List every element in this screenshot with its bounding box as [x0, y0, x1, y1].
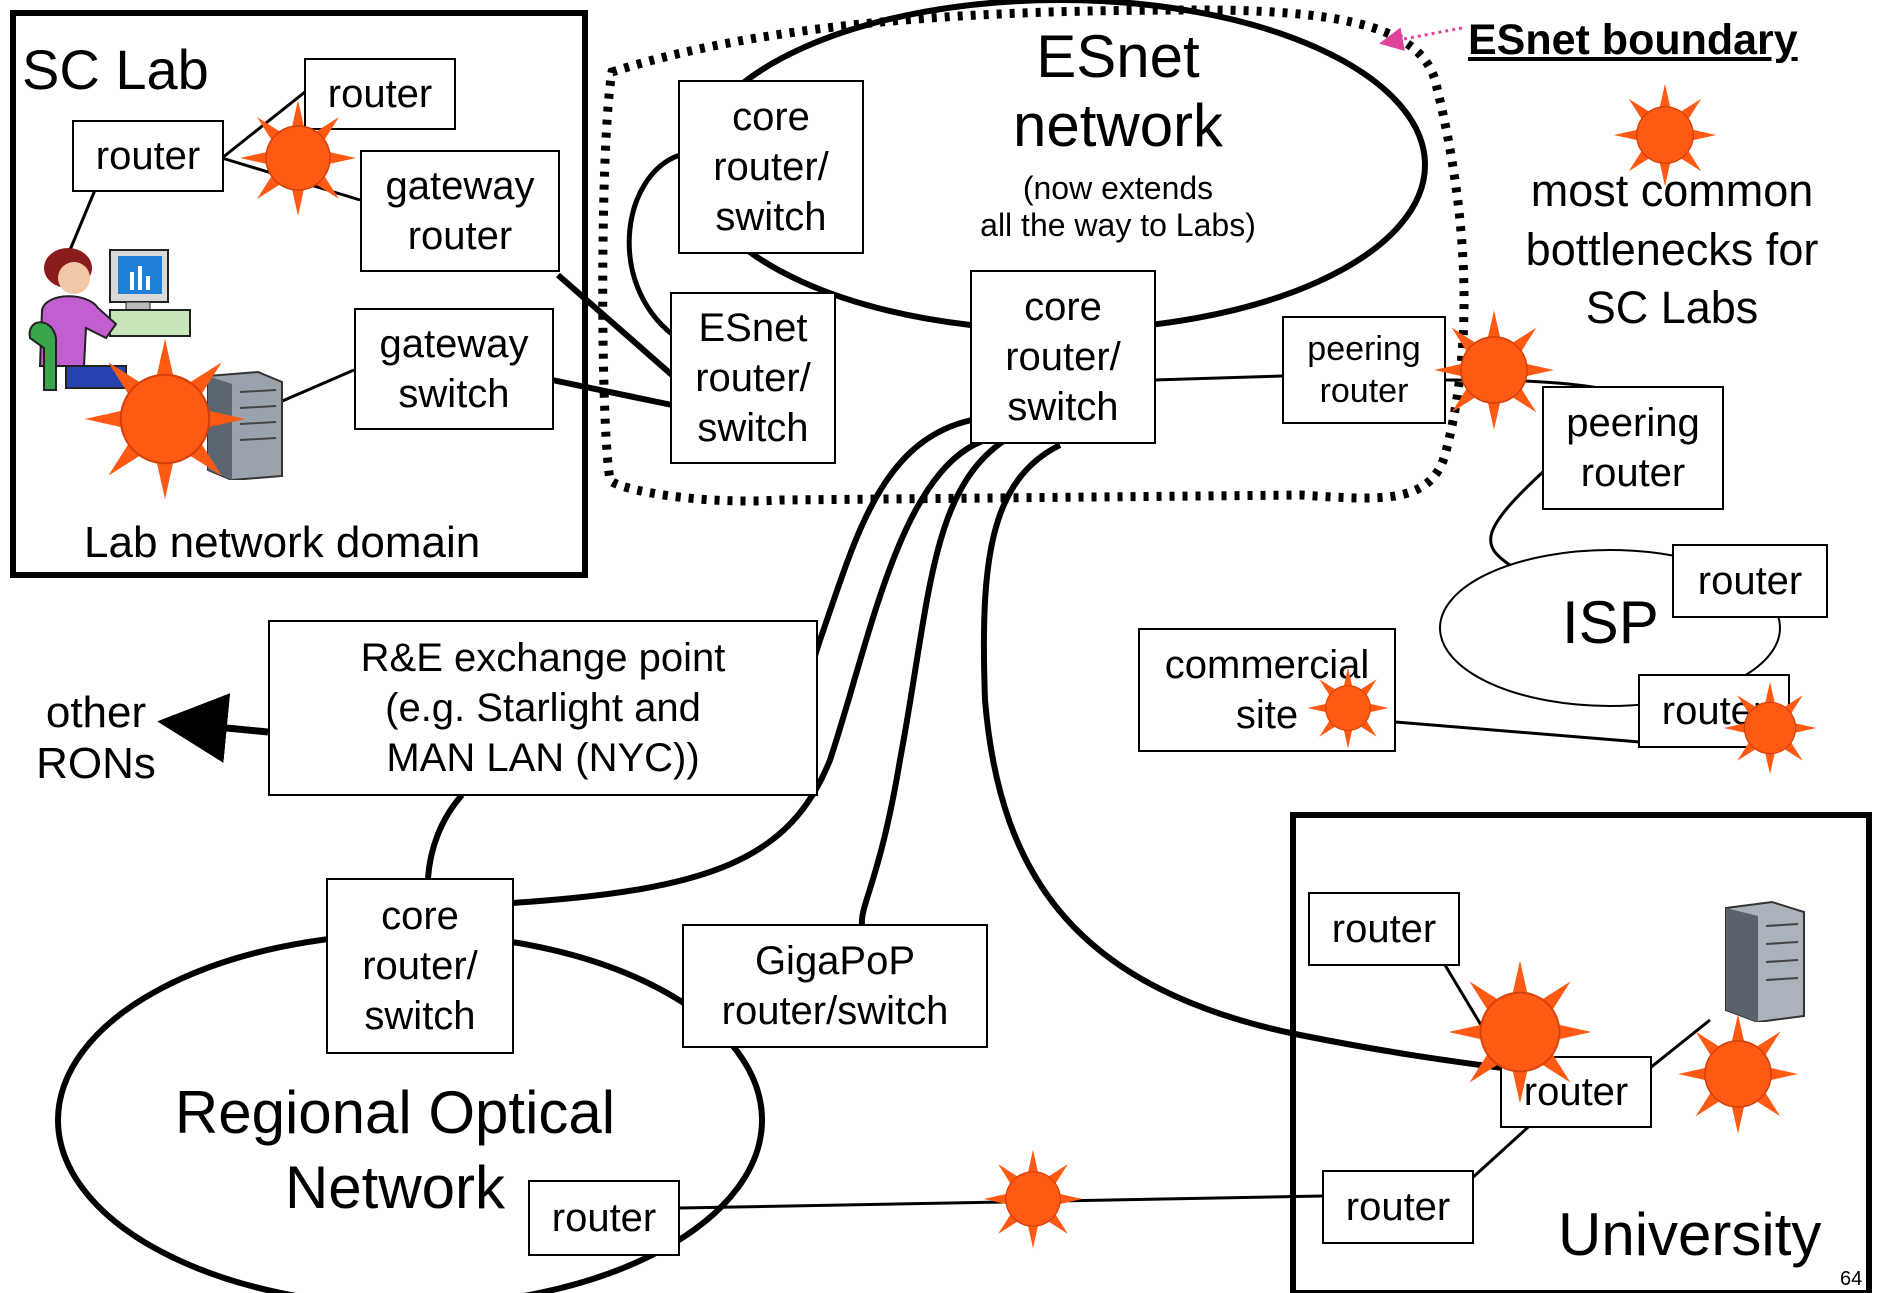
univ-router-bottom: router — [1322, 1170, 1474, 1244]
university-label: University — [1558, 1201, 1822, 1268]
lab-router-top: router — [304, 58, 456, 130]
esnet-core-switch-left: core router/ switch — [678, 80, 864, 254]
other-rons-arrow — [157, 693, 269, 763]
esnet-core-switch-center-label: core router/ switch — [1005, 285, 1121, 429]
lab-router-left-label: router — [95, 134, 201, 178]
esnet-peering-router: peering router — [1282, 316, 1446, 424]
lab-gateway-router: gateway router — [360, 150, 560, 272]
esnet-router-switch-label: ESnet router/ switch — [695, 306, 811, 450]
esnet-boundary-label: ESnet boundary — [1468, 16, 1798, 64]
esnet-extends-label: (now extends all the way to Labs) — [980, 170, 1256, 243]
isp-router-top: router — [1672, 544, 1828, 618]
esnet-core-switch-center: core router/ switch — [970, 270, 1156, 444]
legend-bottlenecks-label: most common bottlenecks for SC Labs — [1525, 165, 1819, 333]
ron-core-switch: core router/ switch — [326, 878, 514, 1054]
bottleneck-sun-icon — [1678, 1014, 1798, 1134]
lab-network-domain-label: Lab network domain — [84, 518, 481, 567]
bottleneck-sun-core — [1325, 685, 1371, 731]
sc-lab-label: SC Lab — [22, 38, 209, 101]
regional-optical-network-label: Regional Optical Network — [174, 1079, 616, 1221]
gigapop-switch-label: GigaPoP router/switch — [721, 939, 949, 1033]
isp-ellipse — [1439, 549, 1781, 707]
boundary-pointer-arrow — [1379, 26, 1463, 52]
bottleneck-sun-icon — [1448, 960, 1592, 1104]
bottleneck-sun-icon — [1723, 681, 1817, 775]
isp-label: ISP — [1562, 589, 1659, 656]
re-exchange-point-label: R&E exchange point (e.g. Starlight and M… — [360, 636, 726, 780]
server-rack-icon — [1725, 900, 1805, 1022]
univ-router-top: router — [1308, 892, 1460, 966]
univ-router-top-label: router — [1331, 907, 1437, 951]
lab-gateway-router-label: gateway router — [385, 164, 535, 258]
lab-router-top-label: router — [327, 72, 433, 116]
univ-router-bottom-label: router — [1345, 1185, 1451, 1229]
bottleneck-sun-core — [1704, 1040, 1772, 1108]
univ-router-middle-label: router — [1523, 1070, 1629, 1114]
esnet-inner-arc — [626, 152, 682, 343]
page-number: 64 — [1840, 1268, 1863, 1290]
isp-router-top-label: router — [1697, 559, 1803, 603]
bottleneck-sun-core — [265, 125, 331, 191]
bottleneck-sun-core — [119, 373, 211, 465]
isp-peering-router-label: peering router — [1566, 401, 1700, 495]
university-frame — [1290, 812, 1872, 1293]
other-rons-label: other RONs — [36, 688, 156, 788]
re-exchange-point: R&E exchange point (e.g. Starlight and M… — [268, 620, 818, 796]
bottleneck-sun-icon — [84, 338, 246, 500]
bottleneck-sun-icon — [983, 1149, 1083, 1249]
ron-router: router — [528, 1180, 680, 1256]
bottleneck-sun-icon — [240, 100, 356, 216]
bottleneck-sun-core — [1479, 991, 1561, 1073]
esnet-peering-router-label: peering router — [1307, 329, 1421, 411]
bottleneck-sun-icon — [1434, 310, 1554, 430]
isp-peering-router: peering router — [1542, 386, 1724, 510]
bottleneck-sun-icon — [1307, 667, 1389, 749]
commercial-site-label: commercial site — [1164, 643, 1370, 737]
gigapop-switch: GigaPoP router/switch — [682, 924, 988, 1048]
esnet-core-switch-left-label: core router/ switch — [713, 95, 829, 239]
bottleneck-sun-core — [1005, 1171, 1061, 1227]
lab-gateway-switch-label: gateway switch — [379, 322, 529, 416]
esnet-network-label: ESnet network — [1012, 23, 1224, 159]
sc-lab-frame — [10, 10, 588, 578]
lab-gateway-switch: gateway switch — [354, 308, 554, 430]
workstation-user-icon — [28, 248, 191, 391]
ron-core-switch-label: core router/ switch — [362, 894, 478, 1038]
ron-router-label: router — [551, 1196, 657, 1240]
bottleneck-sun-icon — [1613, 83, 1717, 187]
esnet-router-switch: ESnet router/ switch — [670, 292, 836, 464]
server-rack-icon — [207, 370, 283, 480]
lab-router-left: router — [72, 120, 224, 192]
bottleneck-sun-core — [1636, 106, 1694, 164]
bottleneck-sun-core — [1460, 336, 1528, 404]
bottleneck-sun-core — [1743, 701, 1797, 755]
